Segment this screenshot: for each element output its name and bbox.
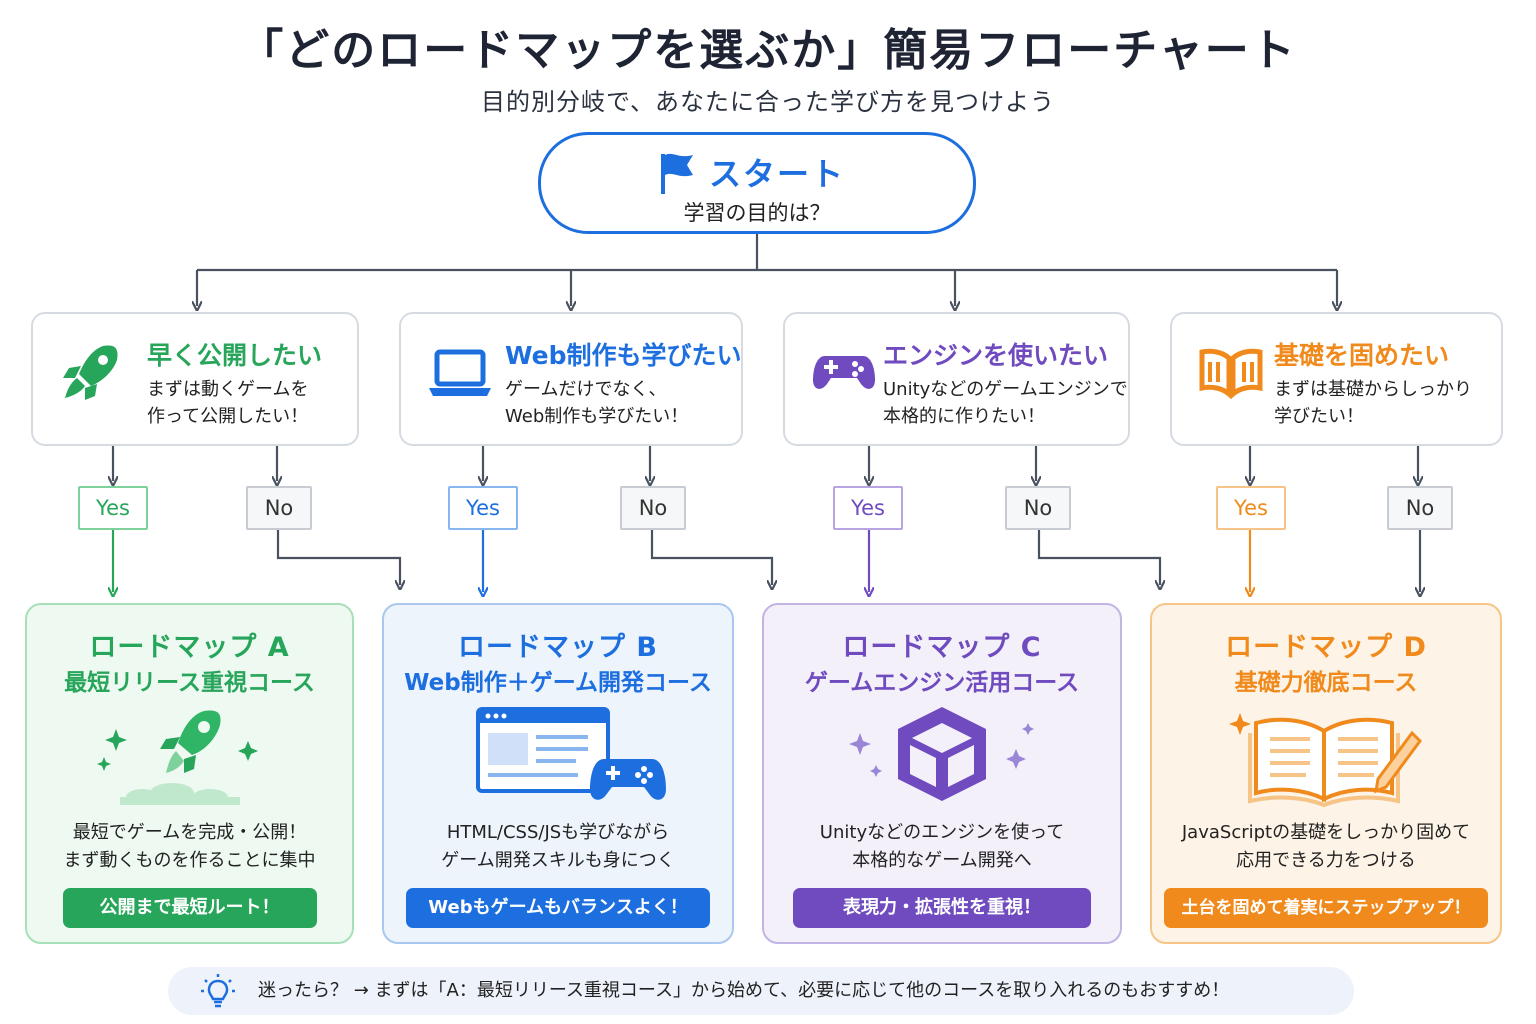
roadmap-title: ロードマップ C [842,632,1042,663]
roadmap-button[interactable]: 表現力・拡張性を重視！ [793,888,1091,928]
book-pencil-illustration [1229,713,1422,808]
yes-label-a: Yes [78,486,148,530]
branch-title: エンジンを使いたい [883,341,1109,370]
roadmap-subtitle: 基礎力徹底コース [1234,670,1418,696]
branch-title: Web制作も学びたい [505,341,742,370]
yes-label-b: Yes [448,486,518,530]
no-label-d: No [1387,486,1453,530]
flag-icon [661,153,693,194]
branch-box-web: Web制作も学びたい ゲームだけでなく、 Web制作も学びたい！ [399,312,743,446]
roadmap-button[interactable]: Webもゲームもバランスよく！ [406,888,710,928]
page-title: 「どのロードマップを選ぶか」簡易フローチャート [239,25,1297,76]
start-node: スタート 学習の目的は？ [538,132,976,234]
roadmap-card-d: ロードマップ D 基礎力徹底コース JavaScriptの基礎をしっかり固めて … [1150,603,1502,944]
no-label-a: No [246,486,312,530]
roadmap-desc: JavaScriptの基礎をしっかり固めて 応用できる力をつける [1181,822,1471,871]
branch-title: 基礎を固めたい [1274,341,1450,370]
laptop-icon [429,349,491,396]
roadmap-card-a: ロードマップ A 最短リリース重視コース 最短でゲームを完成・公開！ まず動くも… [25,603,354,944]
tip-bar: 迷ったら？ → まずは「A：最短リリース重視コース」から始めて、必要に応じて他の… [168,967,1354,1015]
roadmap-title: ロードマップ D [1225,632,1427,663]
roadmap-button[interactable]: 公開まで最短ルート！ [62,888,317,928]
gamepad-icon [813,356,875,389]
start-question: 学習の目的は？ [683,201,831,225]
branch-desc: まずは動くゲームを 作って公開したい！ [147,379,309,427]
rocket-icon [63,345,118,400]
tip-text: 迷ったら？ → まずは「A：最短リリース重視コース」から始めて、必要に応じて他の… [258,980,1230,1001]
roadmap-desc: Unityなどのエンジンを使って 本格的なゲーム開発へ [819,822,1065,871]
roadmap-subtitle: ゲームエンジン活用コース [804,670,1080,696]
roadmap-title: ロードマップ B [458,632,658,663]
roadmap-subtitle: Web制作＋ゲーム開発コース [404,670,712,696]
rocket-illustration [96,710,258,805]
start-label: スタート [708,155,845,193]
branch-box-engine: エンジンを使いたい Unityなどのゲームエンジンで 本格的に作りたい！ [783,312,1130,446]
browser-gamepad-illustration [476,707,666,800]
roadmap-title: ロードマップ A [89,632,290,663]
page-subtitle: 目的別分岐で、あなたに合った学び方を見つけよう [480,88,1056,116]
roadmap-desc: 最短でゲームを完成・公開！ まず動くものを作ることに集中 [63,822,316,871]
yes-label-c: Yes [833,486,903,530]
no-label-c: No [1005,486,1071,530]
cube-illustration [849,707,1034,801]
roadmap-subtitle: 最短リリース重視コース [64,670,315,696]
branch-title: 早く公開したい [147,341,323,370]
roadmap-card-b: ロードマップ B Web制作＋ゲーム開発コース HTML/CSS/JSも学びなが… [382,603,734,944]
branch-desc: ゲームだけでなく、 Web制作も学びたい！ [505,379,689,427]
lightbulb-icon [201,974,235,1008]
branch-box-fast-release: 早く公開したい まずは動くゲームを 作って公開したい！ [31,312,359,446]
branch-desc: まずは基礎からしっかり 学びたい！ [1274,379,1472,427]
book-icon [1199,348,1263,400]
roadmap-desc: HTML/CSS/JSも学びながら ゲーム開発スキルも身につく [441,822,675,871]
yes-label-d: Yes [1216,486,1286,530]
no-label-b: No [620,486,686,530]
roadmap-button[interactable]: 土台を固めて着実にステップアップ！ [1164,888,1488,928]
roadmap-card-c: ロードマップ C ゲームエンジン活用コース Unityなどのエンジンを使って 本… [762,603,1122,944]
branch-desc: Unityなどのゲームエンジンで 本格的に作りたい！ [883,379,1128,427]
branch-box-basics: 基礎を固めたい まずは基礎からしっかり 学びたい！ [1170,312,1503,446]
